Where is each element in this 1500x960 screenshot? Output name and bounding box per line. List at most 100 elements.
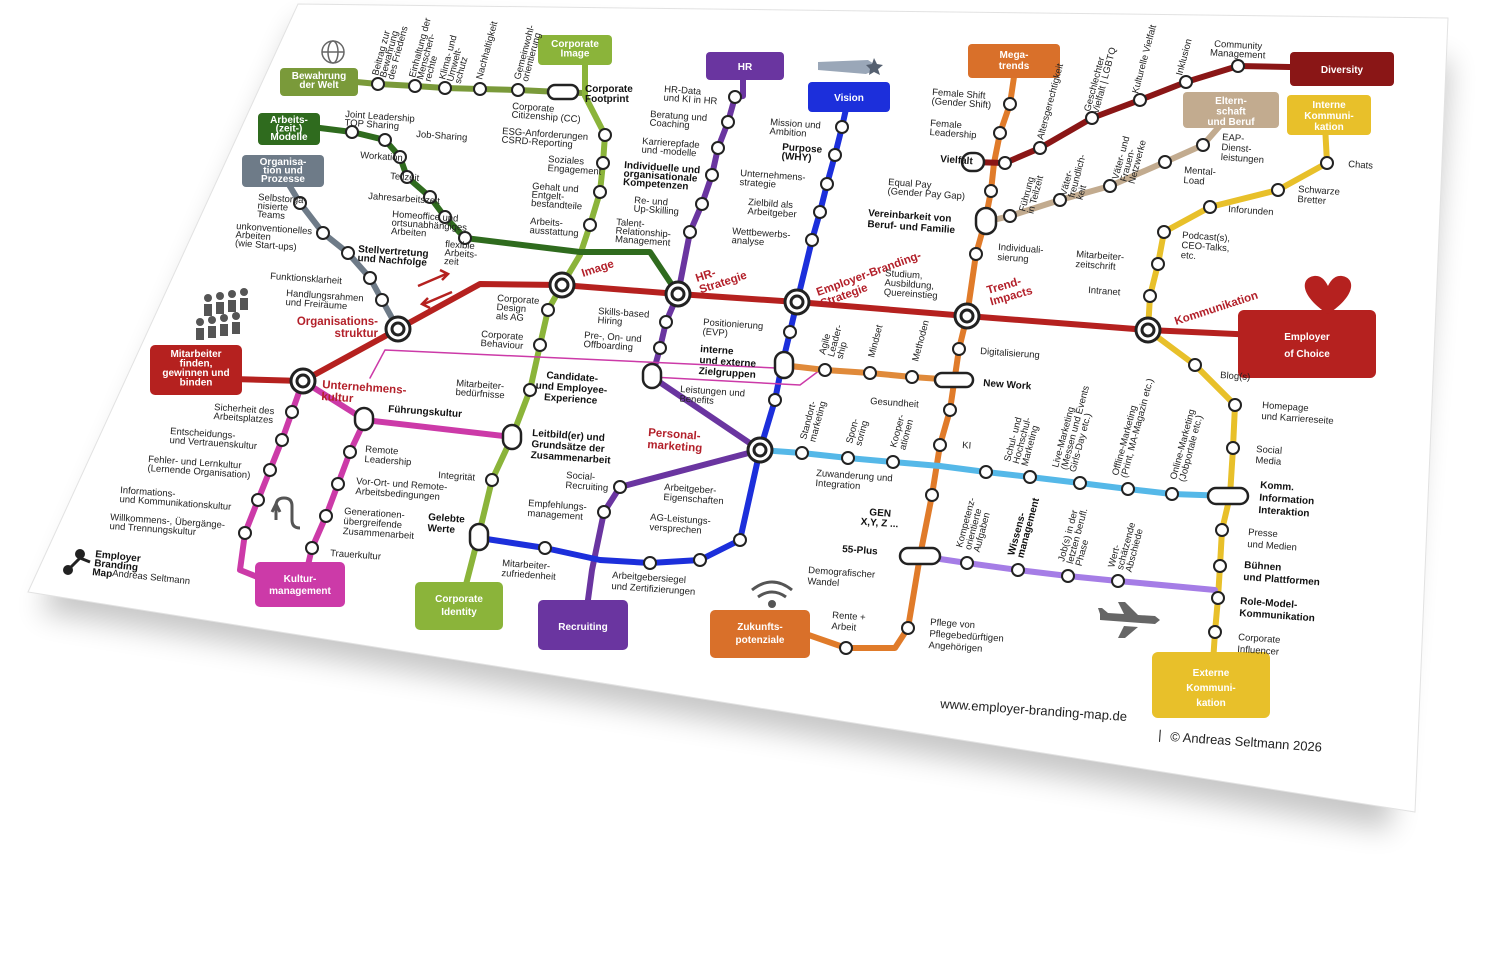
trauerkultur-label: Trauerkultur	[330, 548, 382, 563]
empfehlungs-label: Empfehlungs-management	[527, 498, 587, 523]
talent-label: Talent-Relationship-Management	[615, 217, 673, 249]
skills-label: Skills-basedHiring	[597, 306, 649, 330]
badge-bewahrung[interactable]	[280, 68, 358, 96]
corporate-citizenship-label: CorporateCitizenship (CC)	[511, 101, 581, 125]
intranet-label: Intranet	[1088, 285, 1121, 298]
badge-hr[interactable]	[706, 52, 784, 80]
badge-interne-komm[interactable]	[1287, 95, 1371, 135]
re-upskilling-label: Re- undUp-Skilling	[633, 195, 680, 218]
beratung-label: Beratung undCoaching	[649, 109, 707, 132]
female-leadership-label: FemaleLeadership	[929, 118, 977, 141]
social-media-label: SocialMedia	[1255, 444, 1283, 468]
soziales-label: SozialesEngagement	[547, 154, 602, 178]
badge-corporate-identity[interactable]	[415, 582, 503, 630]
line-externe-komm	[1145, 327, 1238, 681]
individualisierung-label: Individuali-sierung	[997, 242, 1044, 266]
badge-zukunft[interactable]	[710, 610, 810, 658]
badge-recruiting[interactable]	[538, 600, 628, 650]
badge-megatrends[interactable]	[968, 44, 1060, 78]
chats-label: Chats	[1348, 159, 1374, 172]
generationen-label: Generationen-übergreifendeZusammenarbeit	[342, 506, 416, 542]
studium-label: Studium,Ausbildung,Quereinstieg	[883, 268, 939, 302]
people-icon	[196, 288, 248, 340]
esg-label: ESG-AnforderungenCSRD-Reporting	[501, 126, 588, 151]
zuwanderung-label: Zuwanderung undIntegration	[815, 468, 893, 494]
vereinbarkeit-label: Vereinbarkeit vonBeruf- und Familie	[867, 208, 957, 236]
ag-leistungs-label: AG-Leistungs-versprechen	[649, 512, 711, 537]
arbeitszeit-label: Arbeits-(zeit-)Modelle	[270, 115, 308, 143]
badge-diversity[interactable]	[1290, 52, 1394, 86]
unternehmenskultur-label: Unternehmens-kultur	[321, 379, 407, 409]
inforunden-label: Inforunden	[1228, 204, 1274, 218]
homepage-label: Homepageund Karriereseite	[1261, 400, 1335, 427]
station-markers	[238, 59, 1334, 655]
badge-elternschaft[interactable]	[1183, 92, 1279, 128]
badge-vision[interactable]	[808, 82, 890, 112]
workation-label: Workation	[360, 150, 403, 164]
arbeitgeber-eigenschaften-label: Arbeitgeber-Eigenschaften	[663, 482, 725, 507]
line-main-red	[192, 281, 1303, 384]
hr-data-label: HR-Dataund KI in HR	[663, 84, 718, 107]
digitalisierung-label: Digitalisierung	[980, 346, 1040, 361]
komm-info-label: Komm.InformationInteraktion	[1258, 480, 1315, 520]
unkonventionelle-label: unkonventionellesArbeiten(wie Start-ups)	[235, 221, 313, 254]
rocket-icon	[818, 58, 883, 75]
badge-employer-of-choice[interactable]	[1238, 310, 1376, 378]
unternehmensstrategie-label: Unternehmens-strategie	[739, 168, 806, 193]
leistungen-label: Leistungen undBenefits	[679, 384, 745, 409]
badge-corporate-image[interactable]	[538, 35, 612, 65]
wifi-icon	[751, 580, 793, 608]
corporate-design-label: CorporateDesignals AG	[496, 293, 540, 325]
gelebte-werte-label: GelebteWerte	[427, 512, 466, 537]
cycle-arrows-icon	[270, 496, 301, 530]
rente-label: Rente +Arbeit	[831, 610, 866, 634]
vielfalt-label: Vielfalt	[940, 154, 974, 167]
selbstorganisierte-label: Selbstorga-nisierteTeams	[257, 192, 307, 223]
badge-kulturmanagement[interactable]	[255, 562, 345, 607]
equal-pay-label: Equal Pay(Gender Pay Gap)	[887, 177, 966, 202]
female-shift-label: Female Shift(Gender Shift)	[931, 87, 992, 111]
karrierepfade-label: Karrierepfadeund -modelle	[641, 136, 700, 159]
pre-on-off-label: Pre-, On- undOffboarding	[583, 330, 642, 354]
blogs-label: Blog(s)	[1220, 370, 1251, 383]
personalmarketing-label: Personal-marketing	[647, 427, 704, 455]
terminal-badges	[150, 35, 1394, 718]
arbeitsausstattung-label: Arbeits-ausstattung	[529, 216, 579, 239]
funktionsklarheit-label: Funktionsklarheit	[270, 271, 343, 287]
gehalt-label: Gehalt undEntgelt-bestandteile	[531, 181, 584, 213]
hr-label: HR	[738, 62, 753, 73]
badge-arbeitszeit[interactable]	[258, 113, 320, 145]
plus55-label: 55-Plus	[842, 544, 879, 557]
stellvertretung-label: Stellvertretungund Nachfolge	[357, 244, 429, 269]
wettbewerb-label: Wettbewerbs-analyse	[731, 226, 791, 250]
badge-organisation[interactable]	[242, 155, 324, 187]
joint-leadership-label: Joint LeadershipTOP Sharing	[344, 109, 415, 133]
badge-mitarbeiter[interactable]	[150, 345, 242, 395]
vision-label: Vision	[834, 93, 864, 104]
integritaet-label: Integrität	[438, 470, 476, 484]
zielbild-label: Zielbild alsArbeitgeber	[747, 197, 797, 220]
mental-load-label: Mental-Load	[1183, 165, 1216, 188]
badge-externe-komm[interactable]	[1152, 652, 1270, 718]
diversity-label: Diversity	[1321, 65, 1364, 76]
corporate-behaviour-label: CorporateBehaviour	[480, 329, 524, 352]
hub-markers	[289, 271, 1162, 464]
line3-label: Map	[92, 567, 113, 580]
purpose-label: Purpose(WHY)	[781, 142, 823, 165]
globe-icon	[321, 40, 345, 64]
individuelle-label: Individuelle undorganisationaleKompetenz…	[623, 160, 701, 193]
schwarze-bretter-label: SchwarzeBretter	[1297, 184, 1340, 208]
flexible-label: flexibleArbeits-zeit	[444, 239, 479, 269]
line-55-plus	[917, 553, 1218, 593]
paper-sheet	[27, 3, 1449, 813]
jahresarbeitszeit-label: Jahresarbeitszeit	[368, 191, 441, 207]
